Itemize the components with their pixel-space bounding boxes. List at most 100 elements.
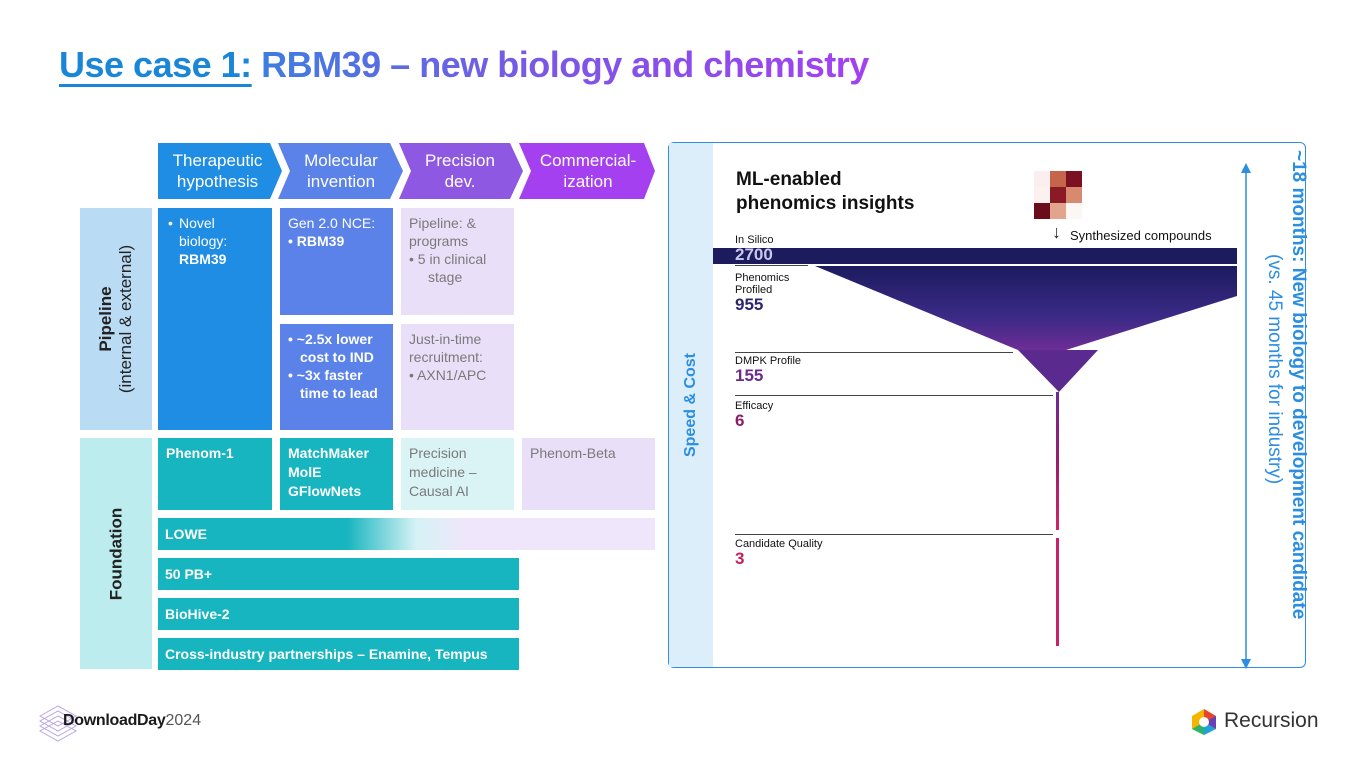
speed-cost-label: Speed & Cost [682, 352, 700, 458]
recursion-wordmark: Recursion [1224, 709, 1319, 732]
pipeline-precision-top: Pipeline: & programs • 5 in clinical sta… [401, 208, 514, 315]
chevron-precision [399, 143, 523, 199]
stage-label: Profiled [735, 284, 773, 296]
stage-label: Candidate Quality [735, 538, 823, 550]
stage-phenomics: Phenomics Profiled 955 [735, 272, 789, 314]
stage-value: 2700 [735, 245, 773, 264]
pipeline-title: Pipeline [96, 286, 115, 352]
funnel-panel [668, 142, 1306, 668]
brand-year: 2024 [165, 712, 202, 729]
text-line: recruitment: [409, 349, 483, 365]
funnel-phenomics [815, 266, 1237, 350]
text-line: programs [409, 233, 469, 249]
text-line: • 5 in clinical [409, 251, 487, 267]
text-line: Phenom-Beta [530, 445, 616, 461]
text-line: medicine – [409, 464, 477, 480]
bar-partnerships: Cross-industry partnerships – Enamine, T… [158, 638, 519, 670]
title-main: RBM39 – new biology and chemistry [261, 44, 869, 85]
stage-label: DMPK Profile [735, 355, 802, 367]
bar-biohive2: BioHive-2 [158, 598, 519, 630]
bar-lowe: LOWE [158, 518, 655, 550]
heatmap-icon [1034, 171, 1082, 219]
text-line: GFlowNets [288, 483, 362, 499]
foundation-precision: Precision medicine – Causal AI [401, 438, 514, 510]
foundation-title: Foundation [106, 507, 125, 600]
recursion-logo-icon [1192, 709, 1216, 735]
stage-value: 155 [735, 366, 764, 385]
text-line: MatchMaker [288, 445, 369, 461]
funnel-graphic [713, 248, 1237, 646]
synthesized-label: Synthesized compounds [1070, 228, 1212, 243]
separator-line [735, 352, 1013, 353]
timeline-main: ~18 months: New biology to development c… [1288, 150, 1309, 620]
chevron-molecular [278, 143, 403, 199]
text-line: Novel [179, 215, 215, 231]
text-line: Phenom-1 [166, 445, 234, 461]
stage-value: 3 [735, 549, 745, 568]
stage-molecular: Molecular invention [304, 151, 378, 191]
foundation-molecular: MatchMaker MolE GFlowNets [280, 438, 393, 510]
heading-line: phenomics insights [736, 193, 915, 214]
row-label-foundation: Foundation [80, 438, 152, 669]
stage-efficacy: Efficacy 6 [735, 400, 773, 430]
stage-label: In Silico [735, 234, 774, 246]
stage-label: Efficacy [735, 400, 774, 412]
text-line: • ~2.5x lower [288, 331, 373, 347]
text-line: Precision [409, 445, 467, 461]
funnel-heading: ML-enabled phenomics insights [736, 168, 914, 216]
heading-line: ML-enabled [736, 169, 842, 190]
timeline-arrow-icon [1241, 163, 1251, 669]
bar-50pb: 50 PB+ [158, 558, 519, 590]
pipeline-molecular-bottom: • ~2.5x lower cost to IND • ~3x faster t… [280, 324, 393, 430]
text-line: Gen 2.0 NCE: [288, 215, 376, 231]
downloadday-logo-icon [38, 705, 78, 742]
text-line: • AXN1/APC [409, 367, 487, 383]
stage-value: 6 [735, 411, 745, 430]
text-line: Causal AI [409, 483, 469, 499]
stage-therapeutic: Therapeutic hypothesis [172, 151, 263, 191]
stage-insilico: In Silico 2700 [735, 234, 774, 264]
foundation-commercial: Phenom-Beta [522, 438, 655, 510]
bullet: • [168, 215, 173, 231]
stage-commercial: Commercial-ization [539, 151, 637, 191]
down-arrow-icon: ↓ [1052, 222, 1061, 242]
stage-candidate: Candidate Quality 3 [735, 538, 822, 568]
chevron-therapeutic [158, 143, 282, 199]
funnel-candidate-stem [1056, 538, 1059, 646]
text-line: RBM39 [179, 251, 227, 267]
pipeline-precision-bottom: Just-in-time recruitment: • AXN1/APC [401, 324, 514, 430]
brand-name: DownloadDay [63, 712, 166, 729]
downloadday-brand: DownloadDay2024 [63, 712, 201, 730]
stage-value: 955 [735, 295, 764, 314]
text-line: Just-in-time [409, 331, 482, 347]
text-line: biology: [179, 233, 228, 249]
funnel-dmpk [1018, 350, 1098, 392]
funnel-efficacy-stem [1056, 392, 1059, 530]
row-label-pipeline: Pipeline(internal & external) [80, 208, 152, 430]
text-line: cost to IND [300, 349, 374, 365]
pipeline-molecular-top: Gen 2.0 NCE: • RBM39 [280, 208, 393, 315]
pipeline-subtitle: (internal & external) [116, 244, 135, 394]
text-line: • ~3x faster [288, 367, 363, 383]
timeline-text-wrap: ~18 months: New biology to development c… [1250, 150, 1310, 650]
separator-line [735, 265, 808, 266]
title-prefix: Use case 1: [59, 44, 252, 85]
pipeline-therapeutic: • Novel biology: RBM39 [158, 208, 272, 430]
stage-precision: Precision dev. [425, 151, 495, 191]
text-line: stage [428, 269, 463, 285]
slide-title: Use case 1: RBM39 – new biology and chem… [59, 44, 869, 86]
foundation-phenom1: Phenom-1 [158, 438, 272, 510]
funnel-insilico-bar [713, 248, 1237, 264]
text-line: time to lead [300, 385, 378, 401]
chevron-commercial [519, 143, 655, 199]
stage-label: Phenomics [735, 272, 790, 284]
text-line: • RBM39 [288, 233, 345, 249]
stage-chevrons [158, 143, 655, 199]
separator-line [735, 534, 1053, 535]
stage-dmpk: DMPK Profile 155 [735, 355, 801, 385]
text-line: Pipeline: & [409, 215, 476, 231]
text-line: MolE [288, 464, 322, 480]
separator-line [735, 395, 1053, 396]
timeline-sub: (vs. 45 months for industry) [1264, 254, 1285, 485]
speed-cost-strip [669, 143, 713, 667]
